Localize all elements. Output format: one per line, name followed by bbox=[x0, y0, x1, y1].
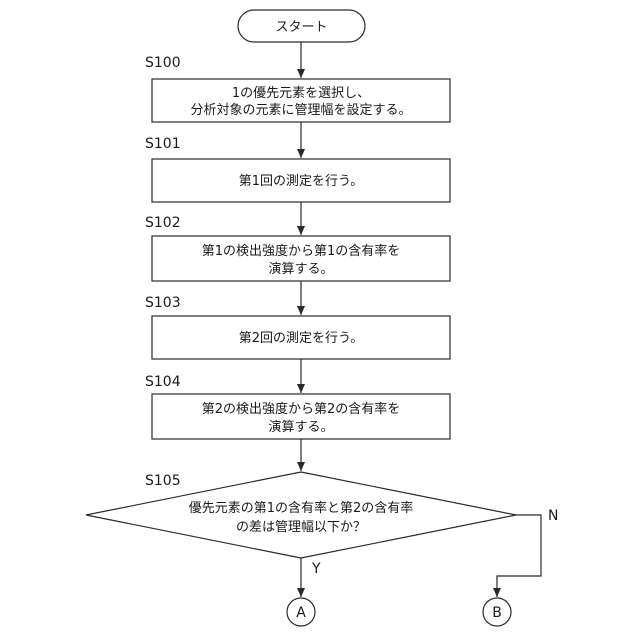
decision-text-line2: の差は管理幅以下か？ bbox=[236, 520, 366, 535]
edge-no bbox=[497, 515, 541, 597]
step-id-s104: S104 bbox=[145, 374, 181, 390]
process-text-s100-line1: 1の優先元素を選択し、 bbox=[232, 86, 370, 101]
connector-a: A bbox=[287, 598, 315, 626]
decision-text-line1: 優先元素の第1の含有率と第2の含有率 bbox=[189, 500, 414, 516]
process-text-s101: 第1回の測定を行う。 bbox=[239, 174, 364, 189]
connector-a-label: A bbox=[296, 605, 306, 621]
process-text-s103: 第2回の測定を行う。 bbox=[239, 331, 364, 346]
process-box-s102: 第1の検出強度から第1の含有率を 演算する。 bbox=[152, 236, 450, 281]
process-text-s104-line2: 演算する。 bbox=[268, 419, 333, 435]
no-label: N bbox=[548, 508, 558, 524]
start-label: スタート bbox=[275, 20, 327, 35]
step-id-s101: S101 bbox=[145, 136, 181, 152]
process-box-s101: 第1回の測定を行う。 bbox=[152, 159, 450, 202]
process-text-s102-line1: 第1の検出強度から第1の含有率を bbox=[202, 243, 401, 259]
yes-label: Y bbox=[311, 561, 321, 577]
process-box-s104: 第2の検出強度から第2の含有率を 演算する。 bbox=[152, 394, 450, 439]
step-id-s103: S103 bbox=[145, 295, 181, 311]
process-text-s104-line1: 第2の検出強度から第2の含有率を bbox=[202, 401, 401, 417]
step-id-s102: S102 bbox=[145, 215, 181, 231]
connector-b-label: B bbox=[492, 605, 502, 621]
process-box-s100: 1の優先元素を選択し、 分析対象の元素に管理幅を設定する。 bbox=[152, 79, 450, 122]
process-text-s102-line2: 演算する。 bbox=[268, 261, 333, 277]
connector-b: B bbox=[483, 598, 511, 626]
start-terminal: スタート bbox=[238, 10, 365, 42]
process-text-s100-line2: 分析対象の元素に管理幅を設定する。 bbox=[190, 102, 411, 118]
step-id-s105: S105 bbox=[145, 473, 181, 489]
step-id-s100: S100 bbox=[145, 55, 181, 71]
process-box-s103: 第2回の測定を行う。 bbox=[152, 316, 450, 359]
